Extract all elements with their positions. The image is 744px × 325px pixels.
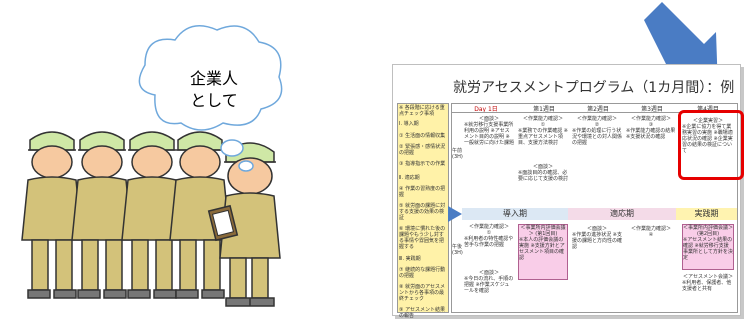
phase-intro: 導入期 (462, 208, 568, 220)
row1-card-highlighted: ＜企業実習＞ ※企業に協力を得て業務実習の実施 ※職場適応状況の確認 ※企業実習… (682, 118, 734, 154)
row2-card-pink: ＜事業所内評価会議＞ (第1回目) ※本人の評価会議の実施 ※支援方針とアセスメ… (518, 224, 568, 280)
row2-card: ＜作業能力確認＞ ① ※利用者の特性確認や苦手な作業の把握 (464, 224, 514, 248)
arrow-icon (448, 206, 462, 222)
card-heading: ＜企業実習＞ (692, 118, 723, 124)
card-body: ※本人の評価会議の実施 ※支援方針とアセスメント項目の確認 (519, 237, 565, 261)
column-header: 第4週目 (697, 106, 719, 113)
card-num: ① (486, 230, 492, 236)
card-body: ※企業に協力を得て業務実習の実施 ※職場適応状況の確認 ※企業実習の結果の検証に… (682, 124, 733, 154)
card-heading: ＜作業能力確認＞ (522, 116, 563, 122)
highlight-box (678, 110, 744, 180)
row2-card: ＜作業能力確認＞ ④ (626, 226, 676, 238)
sidebar-item: ⑧ 就労面のアセスメントから各事項の最終チェック (399, 284, 445, 302)
worker-figure (21, 131, 83, 299)
assessment-program-document: 就労アセスメントプログラム（1カ月間）：例 ※ 各段階に応ける重点チェック事項 … (392, 64, 741, 319)
thought-bubble (138, 25, 283, 172)
row2-extra-card: ＜面談＞ ※今日の流れ、手順の把握 ※作業スケジュールを確認 (464, 270, 514, 294)
row-label-pm: 午後 (3H) (452, 244, 463, 256)
sidebar-item: Ⅰ. 導入期 (399, 121, 419, 127)
card-body: ※アセスメント結果の確認 ※就労移行支援事業所として方針を決定 (683, 237, 733, 261)
sidebar-item: ⑥ 環境に慣れた後の課題やもう少し対する事情や雰囲気を把握する (399, 226, 446, 250)
card-heading: ＜面談＞ (586, 226, 607, 232)
worker-figure (121, 131, 183, 299)
row1-extra-card: ＜面談＞ ※面談目的の確認、必要に応じて支援の検討 (518, 164, 568, 182)
sidebar: ※ 各段階に応ける重点チェック事項 Ⅰ. 導入期 ① 生活面の情報収集 ② 緊張… (397, 103, 449, 319)
worker-figure (71, 131, 133, 299)
sidebar-item: ⑦ 継続的な課題行動の把握 (399, 267, 446, 279)
card-body: ※就労移行支援事業所利用の説明 ※アセスメント目的の説明 ※一般就労に向けた課題 (464, 122, 515, 146)
card-body: ※作業能力確認の結果 ※支援状況の確認 (626, 128, 676, 140)
bubble-line-2: として (190, 91, 238, 110)
row1-card: ＜作業能力確認＞ ② ※作業の処理に行う状況や環境との対人関係の把握 (572, 116, 622, 146)
workers-illustration (21, 131, 281, 307)
sidebar-item: Ⅱ. 適応期 (399, 175, 420, 181)
card-body: ※利用者の特性確認や苦手な作業の把握 (464, 236, 514, 248)
card-body: ※作業の処理に行う状況や環境との対人関係の把握 (572, 128, 622, 146)
sidebar-item: ④ 作業の習熟度の把握 (399, 186, 446, 198)
bubble-line-1: 企業人 (189, 69, 238, 88)
card-num: ④ (648, 232, 654, 238)
card-heading: ＜事業所内評価会議＞ (第1回目) (520, 225, 566, 237)
phase-adapt: 適応期 (568, 208, 676, 220)
card-heading: ＜アセスメント会議＞ (683, 274, 733, 280)
sidebar-item: ⑨ アセスメント結果の報告 (399, 307, 445, 319)
card-heading: ＜事業所内評価会議＞ (第2回目) (683, 225, 734, 237)
phase-bar: 導入期 適応期 実践期 (448, 206, 737, 222)
card-body: ※今日の流れ、手順の把握 ※作業スケジュールを確認 (464, 276, 514, 294)
card-body: ※利用者、保護者、他支援者と共有 (682, 280, 732, 292)
row2-card: ＜面談＞ ※作業の進捗状況 ※支援の課題と方向性の確認 (572, 226, 622, 250)
column-header: 第3週目 (641, 106, 663, 113)
card-body: ※作業の進捗状況 ※支援の課題と方向性の確認 (572, 232, 623, 250)
sidebar-item: ② 緊張感・感情状況の把握 (399, 144, 446, 156)
schedule-grid: Day 1日 第1週目 第2週目 第3週目 第4週目 午前 (3H) 午後 (3… (448, 103, 738, 313)
row2-card-pink: ＜事業所内評価会議＞ (第2回目) ※アセスメント結果の確認 ※就労移行支援事業… (682, 224, 734, 270)
sidebar-item: ③ 指導指示での作業 (399, 161, 446, 167)
row1-card: ＜作業能力確認＞ ① ※業務での作業確認 ※重点アセスメント項目、支援方法検討 (518, 116, 568, 146)
sidebar-item: ① 生活面の情報収集 (399, 133, 446, 139)
bubble-text: 企業人 として (166, 68, 262, 112)
row2-extra-card: ＜アセスメント会議＞ ※利用者、保護者、他支援者と共有 (682, 274, 734, 292)
card-heading: ＜面談＞ (478, 270, 499, 276)
row1-card: ＜作業能力確認＞ ③ ※作業能力確認の結果 ※支援状況の確認 (626, 116, 676, 140)
card-heading: ＜面談＞ (532, 164, 553, 170)
card-num: ③ (648, 122, 654, 128)
sidebar-item: ⑤ 就労面の課題に対する支援の効果の検証 (399, 203, 446, 221)
column-header: 第1週目 (533, 106, 555, 113)
card-body: ※面談目的の確認、必要に応じて支援の検討 (518, 170, 569, 182)
phase-practice: 実践期 (676, 208, 737, 220)
header-divider (452, 112, 737, 113)
card-heading: ＜作業能力確認＞ (576, 116, 617, 122)
row-label-am: 午前 (3H) (452, 148, 463, 160)
sidebar-item: Ⅲ. 実践期 (399, 256, 421, 262)
column-header: 第2週目 (587, 106, 609, 113)
card-heading: ＜作業能力確認＞ (630, 116, 671, 122)
card-num: ② (594, 122, 600, 128)
card-heading: ＜作業能力確認＞ (468, 224, 509, 230)
document-title: 就労アセスメントプログラム（1カ月間）：例 (453, 80, 735, 96)
card-heading: ＜面談＞ (478, 116, 499, 122)
card-heading: ＜作業能力確認＞ (630, 226, 671, 232)
card-num: ① (540, 122, 546, 128)
card-body: ※業務での作業確認 ※重点アセスメント項目、支援方法検討 (518, 128, 568, 146)
column-header: Day 1日 (474, 106, 498, 113)
sidebar-item: ※ 各段階に応ける重点チェック事項 (399, 105, 445, 117)
row1-card: ＜面談＞ ※就労移行支援事業所利用の説明 ※アセスメント目的の説明 ※一般就労に… (464, 116, 514, 146)
